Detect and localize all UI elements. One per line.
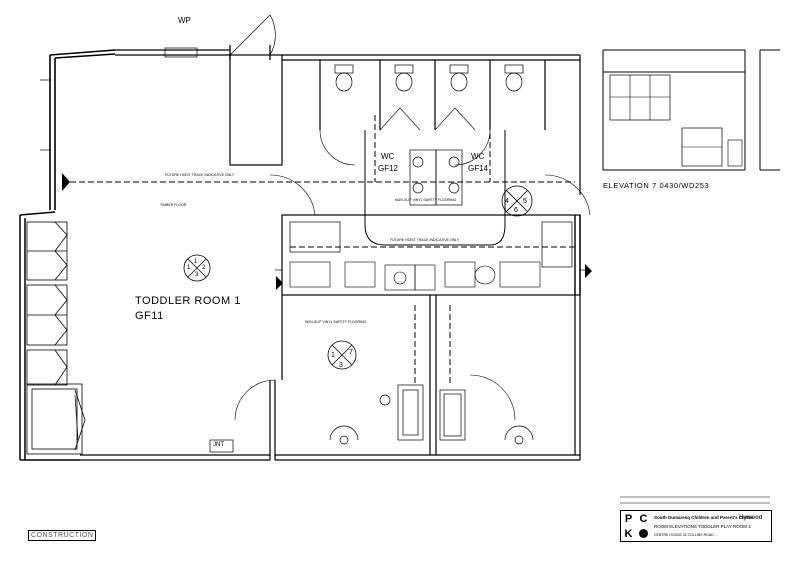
title-block-lines xyxy=(620,496,770,504)
room-code-label: GF11 xyxy=(135,310,164,322)
elevation-marker-wc xyxy=(501,185,533,217)
room-marker-left: 1 xyxy=(187,265,191,271)
lockers-left xyxy=(26,221,68,386)
lower-fixtures xyxy=(329,384,534,445)
elevation-title: ELEVATION 7 0430/WD253 xyxy=(603,181,710,190)
right-wall xyxy=(574,215,581,295)
wc-marker-right: 5 xyxy=(523,198,527,205)
wc-left-code: GF12 xyxy=(378,164,399,173)
lower-marker-bottom: 3 xyxy=(339,362,343,369)
lower-marker-left: 1 xyxy=(331,352,335,359)
logo-letter-k: K xyxy=(624,527,633,540)
wc-marker-left: 4 xyxy=(505,198,509,205)
nonslip-note-lower: NON-SLIP VINYL SAFETY FLOORING xyxy=(305,320,367,324)
room-marker-right: 2 xyxy=(202,265,206,271)
logo-letter-p: P xyxy=(624,512,633,525)
room-marker-top: 1 xyxy=(194,259,198,265)
sheet-title: ROOM ELEVATIONS TODDLER PLAY ROOM 1 xyxy=(654,524,751,529)
construction-stamp: CONSTRUCTION xyxy=(28,530,97,541)
left-wall-lower xyxy=(19,211,80,461)
wc-left-label: WC xyxy=(381,152,395,161)
elevation-marker-lower xyxy=(327,340,357,370)
basins xyxy=(409,149,463,206)
grid-tags xyxy=(40,79,590,441)
firm-address: CENTRE HOUSE 32 COLLINS ROAD ... xyxy=(654,533,718,537)
hoist-note: FUTURE HOIST TRACK INDICATIVE ONLY xyxy=(165,173,235,177)
wc-right-code: GF14 xyxy=(468,164,489,173)
nonslip-note: NON-SLIP VINYL SAFETY FLOORING xyxy=(395,198,457,202)
elevation-marker-room xyxy=(183,254,211,282)
room-name-label: TODDLER ROOM 1 xyxy=(135,295,241,307)
bottom-wall xyxy=(80,380,276,461)
top-wall xyxy=(115,45,271,60)
cot-area xyxy=(26,383,86,461)
project-name: South Dumaresq Children and Parent's Cen… xyxy=(654,515,754,520)
entry-door xyxy=(229,14,276,56)
timber-note: TIMBER FLOOR xyxy=(160,203,187,207)
lower-rooms xyxy=(275,295,581,461)
logo-dot xyxy=(639,529,648,538)
wp-label: WP xyxy=(178,16,191,25)
wc-marker-bottom: 6 xyxy=(514,207,518,214)
storage-room xyxy=(229,54,283,166)
firm-logo: P C K xyxy=(621,511,651,541)
wc-block xyxy=(282,54,581,195)
toilets xyxy=(334,64,524,92)
wc-doors xyxy=(319,107,491,166)
lower-marker-right: 7 xyxy=(349,349,353,356)
elevation-drawing xyxy=(602,49,780,171)
jnt-label: JNT xyxy=(213,442,224,448)
outer-wall-left xyxy=(49,49,116,210)
section-arrows xyxy=(62,173,592,290)
counter-band xyxy=(281,214,581,296)
hoist-note-2: FUTURE HOIST TRACK INDICATIVE ONLY xyxy=(390,238,460,242)
wc-right-label: WC xyxy=(471,152,485,161)
firm-brand: Hywood xyxy=(739,515,763,521)
hoist-track xyxy=(70,115,575,385)
room-marker-bottom: 3 xyxy=(195,272,199,278)
title-block: P C K South Dumaresq Children and Parent… xyxy=(620,510,772,542)
logo-letter-c: C xyxy=(639,512,648,525)
wc-enclosure xyxy=(364,130,506,246)
door-arcs xyxy=(234,174,591,421)
